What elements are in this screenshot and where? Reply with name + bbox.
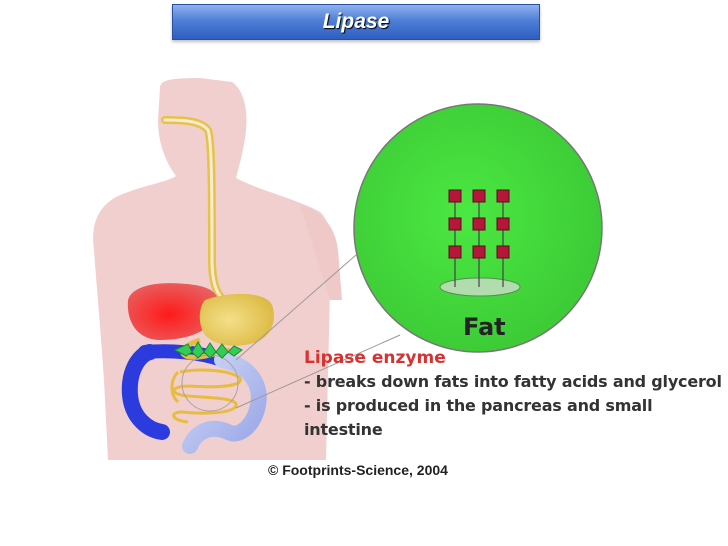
zoom-line-top [235, 254, 357, 361]
lipase-enzyme-icon [173, 341, 243, 359]
title-bar: Lipase [172, 4, 540, 40]
fat-label: Fat [463, 313, 506, 341]
fatty-acid-unit [472, 217, 486, 231]
fatty-acid-unit [448, 245, 462, 259]
fatty-acid-unit [472, 189, 486, 203]
zoom-line-bottom [235, 334, 401, 409]
caption-line: - breaks down fats into fatty acids and … [304, 372, 722, 391]
fatty-acid-unit [496, 189, 510, 203]
fatty-acid-unit [448, 189, 462, 203]
copyright-text: © Footprints-Science, 2004 [268, 462, 448, 478]
fatty-acid-unit [496, 245, 510, 259]
fatty-acid-unit [496, 217, 510, 231]
liver [127, 283, 220, 340]
slide-title: Lipase [322, 10, 390, 33]
stomach [199, 293, 274, 346]
fatty-acid-chains [448, 189, 510, 287]
small-intestine [170, 368, 242, 424]
fatty-acid-unit [448, 217, 462, 231]
small-intestine-outer [182, 352, 267, 454]
caption: Lipase enzyme - breaks down fats into fa… [304, 346, 728, 442]
glycerol-base [439, 277, 521, 297]
caption-heading: Lipase enzyme [304, 348, 446, 368]
caption-line: - is produced in the pancreas and small … [304, 396, 653, 439]
fatty-acid-unit [472, 245, 486, 259]
